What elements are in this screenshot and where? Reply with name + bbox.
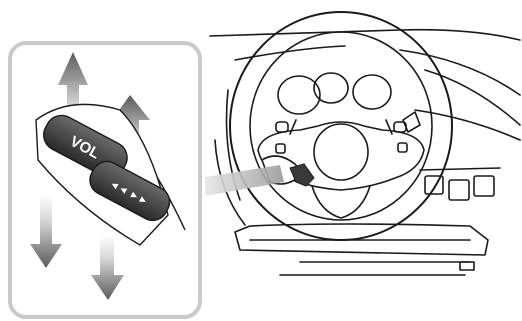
gauge-left	[278, 76, 320, 114]
steering-wheel-illustration	[210, 12, 520, 275]
wheel-hub	[314, 124, 368, 180]
pointer-wedge-icon	[205, 165, 284, 196]
gauge-right	[353, 75, 391, 109]
